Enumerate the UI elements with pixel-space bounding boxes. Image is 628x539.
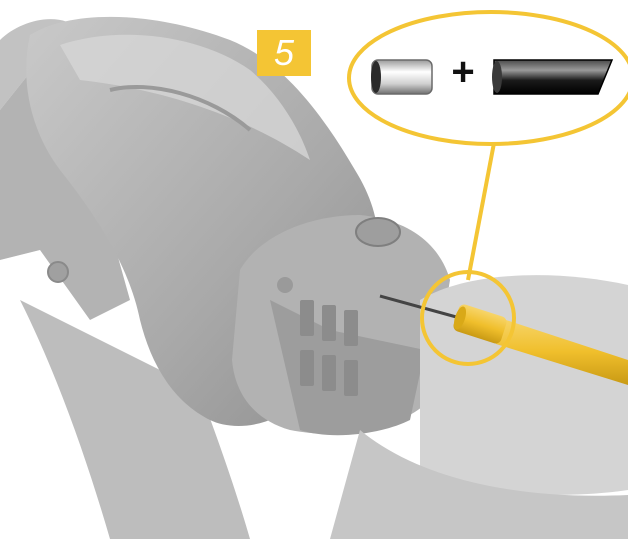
inner-wire (379, 294, 461, 320)
yellow-cable (496, 318, 628, 385)
handlebar-tube (420, 275, 628, 495)
plus-icon: + (451, 50, 475, 94)
clamp-bolt-head (355, 217, 401, 247)
housing-ridge (109, 85, 252, 132)
cable-ferrule (453, 304, 507, 344)
handlebar-lower (20, 300, 250, 539)
handlebar-shadow (330, 430, 628, 539)
callout-ellipse (347, 10, 628, 146)
callout-leader (466, 142, 496, 281)
housing-screw (47, 261, 69, 283)
clamp-slots (300, 300, 358, 396)
ferrule-icon (371, 59, 433, 95)
conduit-end-icon (492, 59, 614, 95)
housing-highlight (60, 34, 310, 160)
ferrule-face (453, 306, 467, 330)
detail-circle (420, 270, 516, 366)
step-number: 5 (273, 32, 295, 73)
lever-blade (0, 60, 130, 320)
clamp-side-screw (277, 277, 293, 293)
step-badge: 5 (257, 30, 311, 76)
